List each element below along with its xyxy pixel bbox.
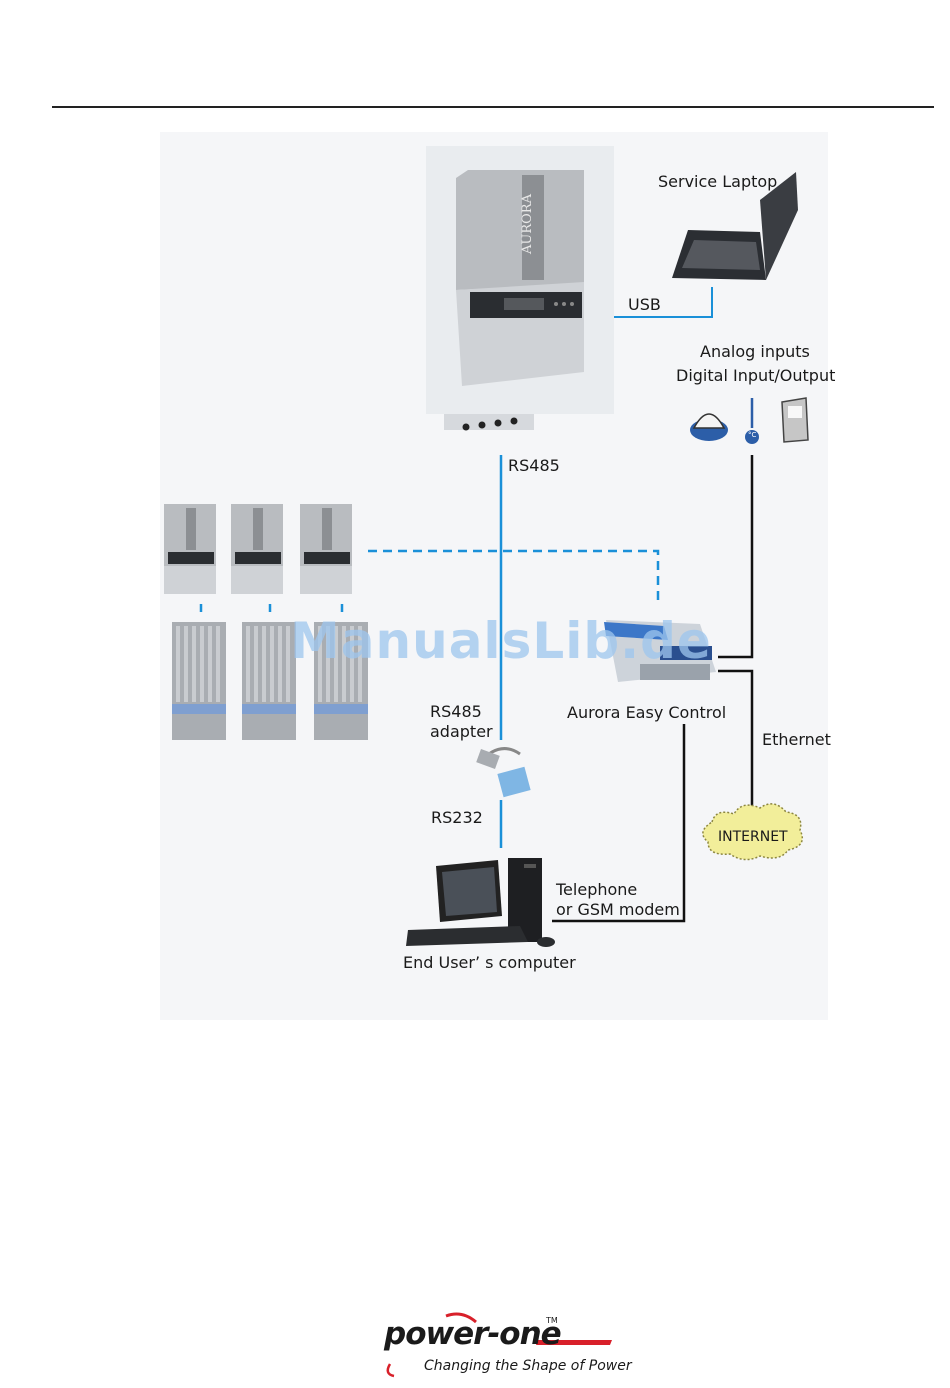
small-inverter-2 xyxy=(231,504,283,594)
analog-input-line xyxy=(718,455,752,657)
watermark: ManualsLib.de xyxy=(290,612,712,670)
finned-inverter-2 xyxy=(242,622,296,740)
finned-inverter-1 xyxy=(172,622,226,740)
inverter-bus-dashed-line xyxy=(368,551,658,605)
small-inverter-1 xyxy=(164,504,216,594)
end-user-computer-label: End User’ s computer xyxy=(403,953,576,973)
inverter-brand-label: AURORA xyxy=(518,194,538,254)
ethernet-line xyxy=(718,671,752,806)
rs232-label: RS232 xyxy=(431,808,483,828)
logo-tagline: Changing the Shape of Power xyxy=(424,1358,632,1374)
logo-wordmark: power-one xyxy=(384,1316,561,1352)
usb-label: USB xyxy=(628,295,661,315)
end-user-computer-image xyxy=(406,858,555,947)
main-inverter-image xyxy=(426,146,614,431)
power-one-logo: power-one TM Changing the Shape of Power xyxy=(380,1312,620,1382)
telephone-label-line2: or GSM modem xyxy=(556,900,680,920)
ethernet-label: Ethernet xyxy=(762,730,831,750)
telephone-label-line1: Telephone xyxy=(556,880,637,900)
rs485-adapter-label-line1: RS485 xyxy=(430,702,482,722)
rs485-adapter-image xyxy=(476,749,530,798)
digital-io-label: Digital Input/Output xyxy=(676,366,835,386)
temperature-sensor-unit: °C xyxy=(748,431,756,440)
rs485-adapter-label-line2: adapter xyxy=(430,722,493,742)
small-inverter-3 xyxy=(300,504,352,594)
analog-inputs-label: Analog inputs xyxy=(700,342,810,362)
internet-label: INTERNET xyxy=(718,827,788,847)
logo-trademark: TM xyxy=(546,1316,558,1325)
service-laptop-label: Service Laptop xyxy=(658,172,777,192)
rs485-label: RS485 xyxy=(508,456,560,476)
aurora-easy-control-label: Aurora Easy Control xyxy=(567,703,726,723)
